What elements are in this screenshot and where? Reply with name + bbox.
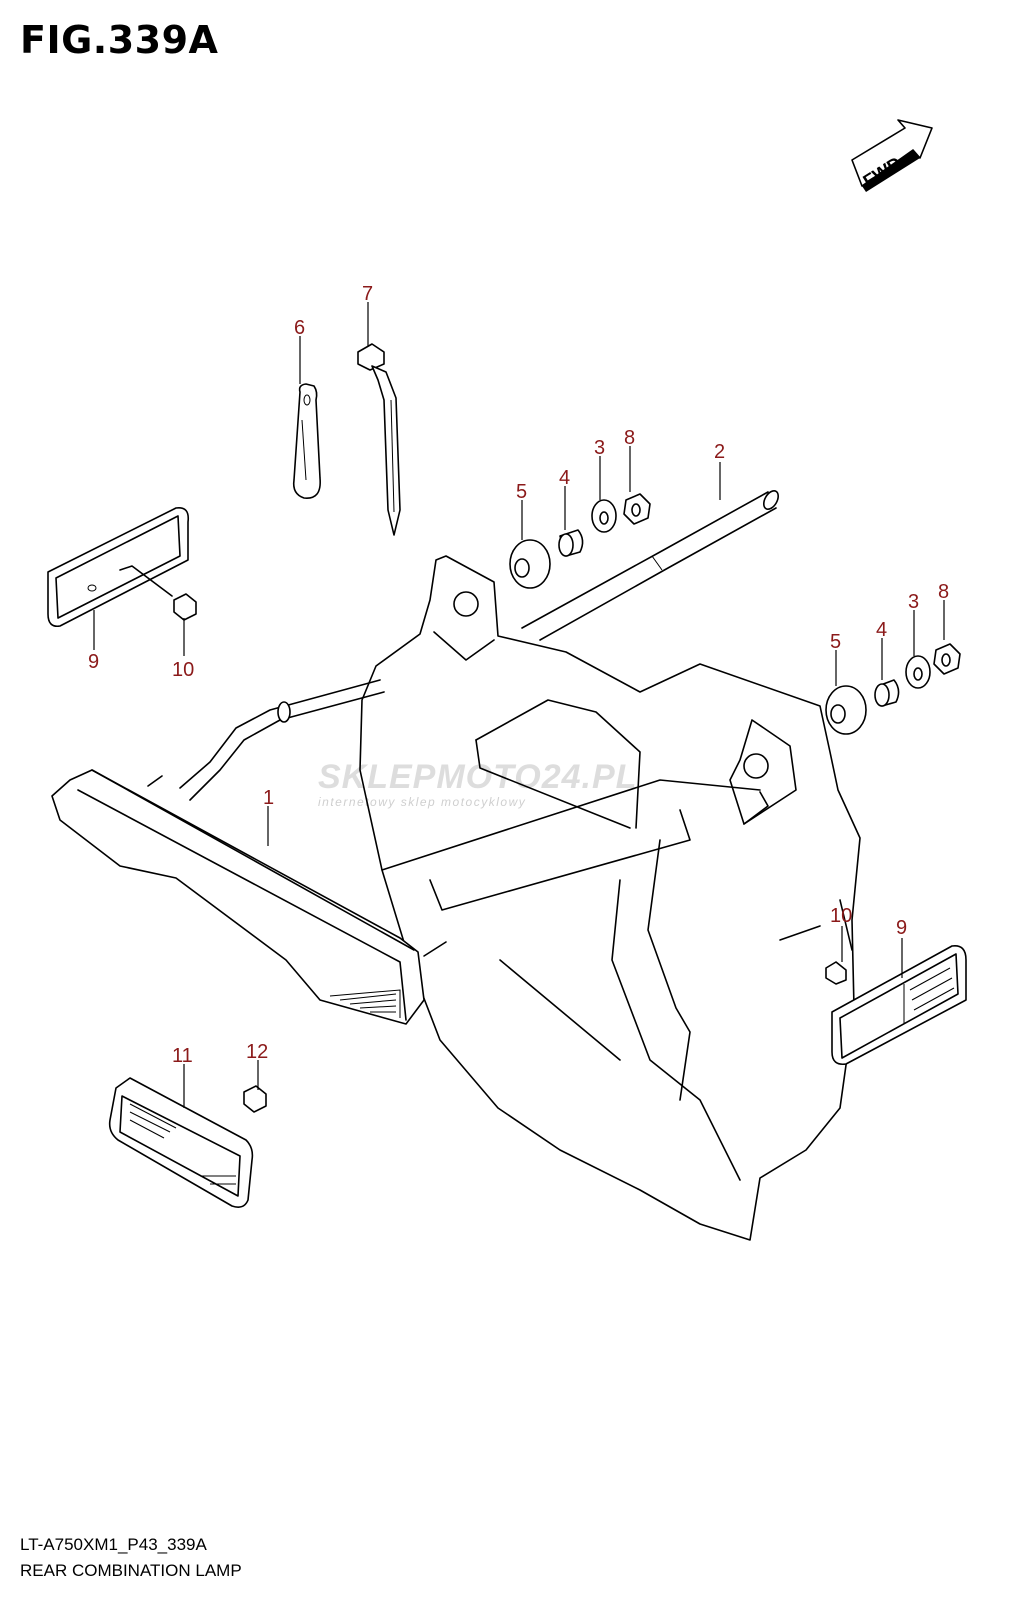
callout-1: 1 [263,787,274,809]
fwd-arrow-icon: FWD [851,119,933,192]
part-2-wire [521,490,780,641]
callout-3-right: 3 [908,591,919,613]
callout-3: 3 [594,437,605,459]
callout-4-right: 4 [876,619,887,641]
part-4-collar-upper [558,529,584,557]
part-8-nut-right [933,643,961,675]
part-12-nut [243,1085,267,1113]
part-3-washer-upper [591,499,617,533]
callout-12: 12 [246,1041,268,1063]
figure-code: LT-A750XM1_P43_339A [20,1535,207,1554]
part-6-clamp [292,383,321,499]
leader-lines [93,302,945,1108]
callout-7: 7 [362,283,373,305]
callout-10-right: 10 [830,905,852,927]
callout-labels: 1 2 3 4 5 6 7 8 3 4 5 8 9 10 10 9 11 12 [88,283,949,1067]
callout-9-left: 9 [88,651,99,673]
part-10-nut-right [825,961,847,985]
callout-11: 11 [172,1045,193,1067]
callout-8-right: 8 [938,581,949,603]
callout-6: 6 [294,317,305,339]
figure-name: REAR COMBINATION LAMP [20,1561,242,1580]
part-9-reflector-left [47,506,190,628]
part-5-grommet-upper [509,539,551,589]
callout-8: 8 [624,427,635,449]
part-11-reflector-lower [108,1077,254,1208]
part-1-rear-lamp [51,679,447,1025]
watermark-tagline: internetowy sklep motocyklowy [318,795,527,809]
part-3-washer-right [905,655,931,689]
part-4-collar-right [874,679,900,707]
callout-10-left: 10 [172,659,194,681]
callout-4: 4 [559,467,570,489]
part-5-grommet-right [825,685,867,735]
callout-2: 2 [714,441,725,463]
figure-title: FIG.339A [20,18,219,62]
bracket-body [359,555,861,1241]
part-10-nut-left [173,593,197,621]
part-7-cable-tie [357,343,401,536]
part-9-reflector-right [831,944,967,1066]
part-8-nut-upper [623,493,651,525]
callout-9-right: 9 [896,917,907,939]
watermark: SKLEPMOTO24.PL [318,758,638,796]
callout-5-right: 5 [830,631,841,653]
callout-5: 5 [516,481,527,503]
